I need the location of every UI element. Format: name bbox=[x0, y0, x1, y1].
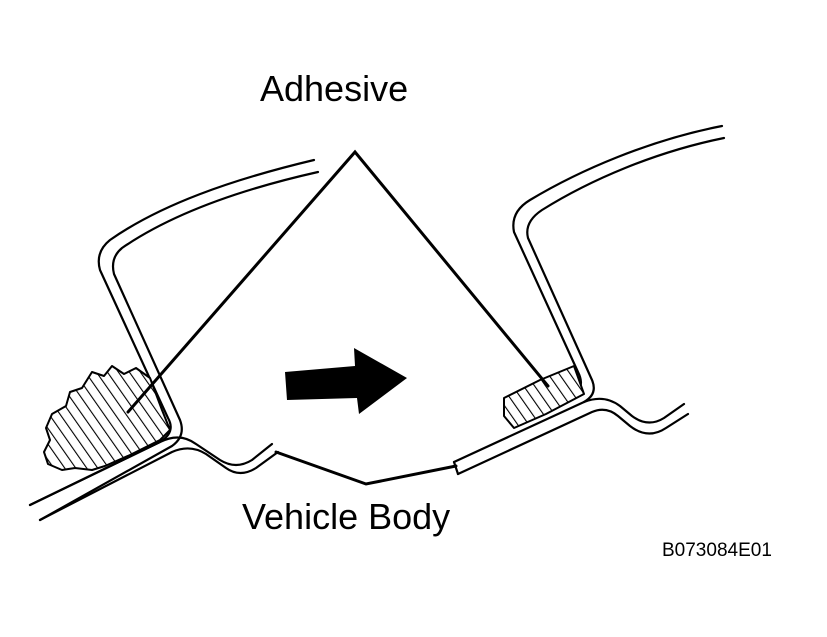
vehicle-body-right bbox=[452, 397, 690, 476]
adhesive-bead-left bbox=[43, 365, 171, 471]
right-panel bbox=[512, 124, 726, 404]
right-arrow-icon bbox=[285, 348, 407, 414]
figure-code: B073084E01 bbox=[662, 540, 772, 561]
adhesive-leader-lines bbox=[126, 149, 550, 414]
vehicle-body-label: Vehicle Body bbox=[242, 496, 451, 537]
adhesive-bead-right bbox=[503, 365, 585, 429]
adhesive-label: Adhesive bbox=[260, 68, 409, 109]
vehicle-body-leader-lines bbox=[274, 450, 458, 486]
vehicle-body-left bbox=[28, 436, 280, 522]
